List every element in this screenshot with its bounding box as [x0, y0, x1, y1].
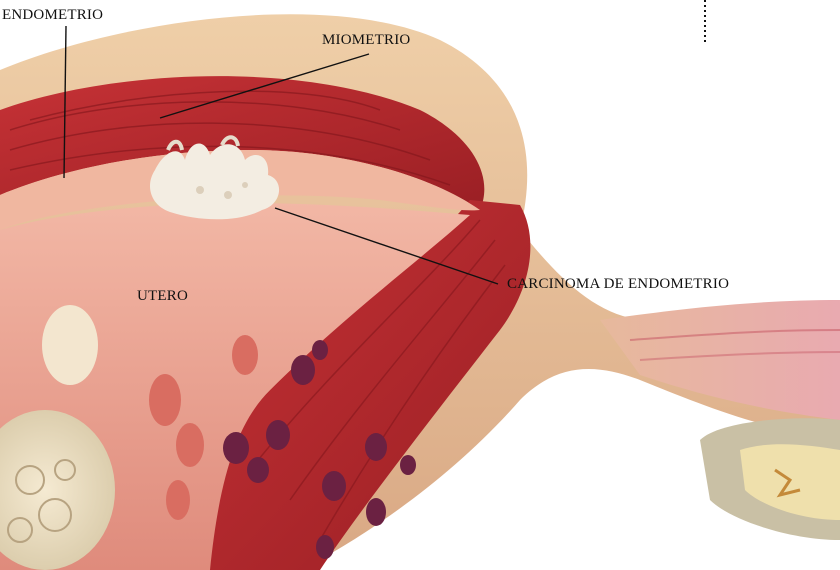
label-endometrio: ENDOMETRIO: [2, 8, 103, 23]
label-carcinoma: CARCINOMA DE ENDOMETRIO: [507, 277, 729, 292]
tube-cross-section: [700, 418, 840, 540]
label-miometrio: MIOMETRIO: [322, 33, 410, 48]
label-utero: UTERO: [137, 289, 188, 304]
